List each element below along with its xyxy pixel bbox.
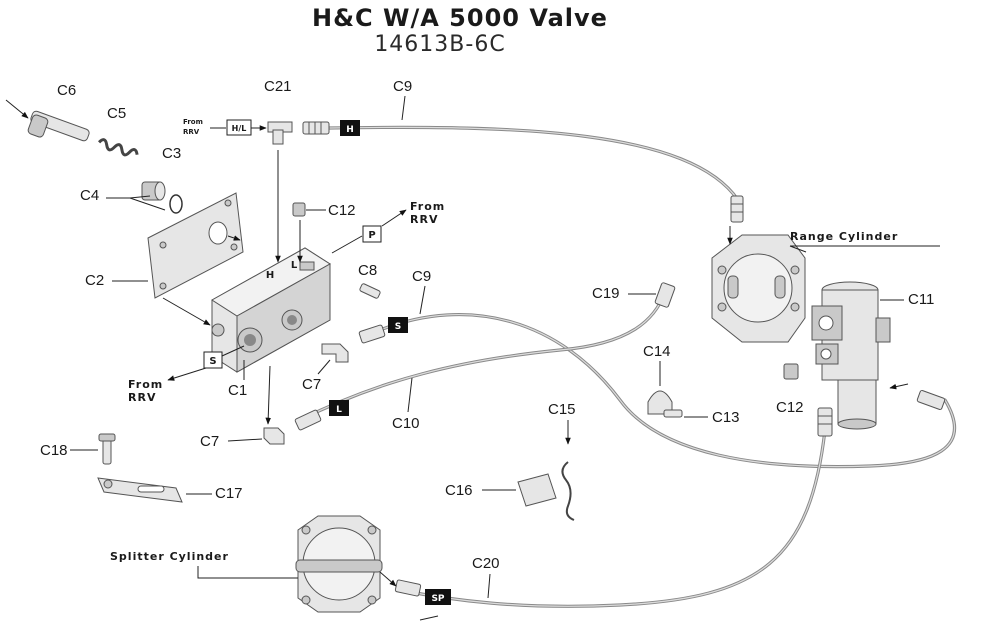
fitting-c9-lower-end: [916, 389, 946, 411]
hose-c10: [298, 290, 667, 422]
svg-text:From: From: [128, 378, 163, 391]
label-c20: C20: [472, 555, 500, 572]
hose-c9-lower: [378, 313, 957, 469]
label-c16: C16: [445, 482, 473, 499]
svg-text:P: P: [368, 230, 375, 241]
label-c19: C19: [592, 285, 620, 302]
part-c11-cylinder: [811, 281, 909, 430]
diagram-title: H&C W/A 5000 Valve: [312, 4, 608, 32]
part-c8-bolt: [359, 283, 381, 299]
part-c16-bracket: [517, 473, 557, 507]
label-c9-lower: C9: [412, 268, 431, 285]
label-c1: C1: [228, 382, 247, 399]
part-c18-bolt: [98, 433, 116, 465]
label-c21: C21: [264, 78, 292, 95]
svg-text:L: L: [336, 405, 342, 415]
svg-text:S: S: [395, 322, 401, 332]
label-c7-lower: C7: [200, 433, 219, 450]
hose-c9-upper: [328, 125, 740, 202]
part-c5-spring: [98, 138, 139, 157]
range-cylinder-flange: [711, 234, 806, 343]
part-c13-screw: [663, 409, 683, 418]
callout-from-rrv-s: S From RRV: [128, 345, 245, 404]
label-c12-upper: C12: [328, 202, 356, 219]
label-c18: C18: [40, 442, 68, 459]
callout-range-cylinder: Range Cylinder: [727, 226, 940, 253]
svg-text:H: H: [346, 125, 354, 135]
hose-tag-sp: SP: [425, 589, 451, 605]
svg-text:RRV: RRV: [183, 128, 200, 136]
part-c17-link: [97, 477, 183, 503]
svg-text:Range Cylinder: Range Cylinder: [790, 230, 898, 243]
part-c7-elbow-lower: [263, 427, 285, 445]
part-c12-plug-upper: [292, 202, 306, 217]
fitting-c9-upper-start: [302, 121, 330, 135]
fitting-c20-end: [817, 407, 833, 437]
part-c21-tee: [267, 121, 293, 263]
label-c15: C15: [548, 401, 576, 418]
label-c8: C8: [358, 262, 377, 279]
hose-tag-s: S: [388, 317, 408, 333]
label-c3: C3: [162, 145, 181, 162]
svg-text:SP: SP: [431, 594, 444, 604]
hose-tag-h: H: [340, 120, 360, 136]
part-c15-hook: [561, 461, 575, 521]
callout-splitter-cylinder: Splitter Cylinder: [110, 550, 298, 579]
svg-text:From: From: [410, 200, 445, 213]
fitting-c19: [654, 282, 676, 308]
diagram-subtitle: 14613B-6C: [374, 32, 505, 57]
callout-from-rrv-p: P From RRV: [331, 200, 445, 254]
fitting-c9-lower-start: [358, 324, 386, 344]
label-c17: C17: [215, 485, 243, 502]
svg-text:H/L: H/L: [232, 124, 247, 133]
part-c4-nut: [141, 181, 166, 201]
label-c12-lower: C12: [776, 399, 804, 416]
part-c6-plunger: [5, 99, 90, 142]
svg-text:RRV: RRV: [128, 391, 156, 404]
callout-from-rrv-hl: From RRV H/L: [183, 118, 267, 136]
part-c3-oring: [169, 194, 183, 214]
splitter-cylinder: [295, 515, 383, 613]
fitting-c9-upper-end: [730, 195, 744, 223]
label-c7-upper: C7: [302, 376, 321, 393]
label-c10: C10: [392, 415, 420, 432]
svg-text:S: S: [209, 356, 216, 367]
label-c6: C6: [57, 82, 76, 99]
body-letter-l: L: [291, 260, 298, 271]
label-c9-upper: C9: [393, 78, 412, 95]
part-c2-plate: [147, 192, 244, 299]
body-letter-h: H: [266, 270, 274, 281]
svg-text:From: From: [183, 118, 203, 126]
fitting-c20-start: [394, 579, 422, 597]
fitting-c10-start: [294, 409, 322, 431]
label-c11: C11: [908, 291, 934, 308]
hose-tag-l: L: [329, 400, 349, 416]
part-c12-plug-lower: [783, 363, 799, 380]
label-c14: C14: [643, 343, 671, 360]
svg-text:RRV: RRV: [410, 213, 438, 226]
part-c7-elbow-upper: [321, 343, 349, 363]
label-c4: C4: [80, 187, 99, 204]
svg-text:Splitter Cylinder: Splitter Cylinder: [110, 550, 229, 563]
label-c2: C2: [85, 272, 104, 289]
label-c5: C5: [107, 105, 126, 122]
part-c1-valve-body: H L: [211, 247, 331, 373]
hose-c20: [398, 428, 827, 608]
label-c13: C13: [712, 409, 740, 426]
